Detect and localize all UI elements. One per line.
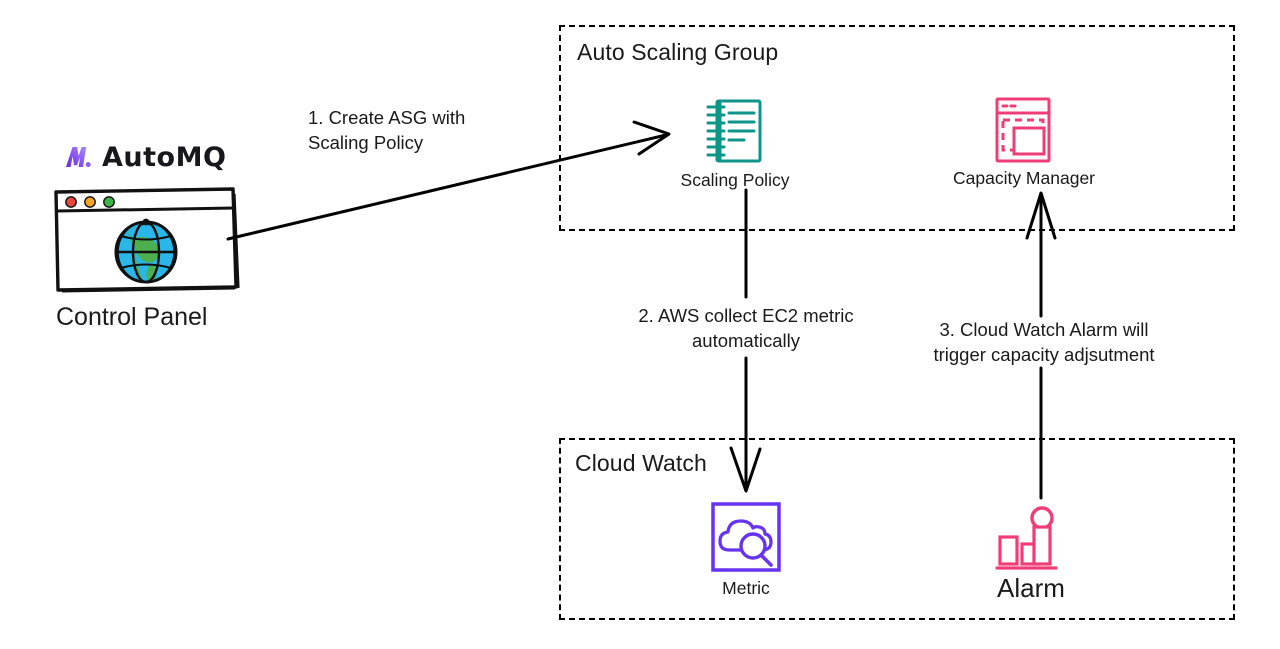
window-resize-icon[interactable] xyxy=(992,95,1054,167)
cloud-magnifier-icon[interactable] xyxy=(709,500,783,574)
metric-label: Metric xyxy=(722,578,770,598)
automq-logo-icon xyxy=(63,143,93,173)
arrow-step-2 xyxy=(729,188,762,493)
step-3-text: 3. Cloud Watch Alarm will trigger capaci… xyxy=(933,319,1155,365)
auto-scaling-group-box xyxy=(559,25,1235,231)
browser-window-globe-icon xyxy=(50,184,242,296)
auto-scaling-group-title: Auto Scaling Group xyxy=(577,39,779,65)
step-1-text: 1. Create ASG with Scaling Policy xyxy=(308,107,466,153)
automq-wordmark: AutoMQ xyxy=(102,142,227,173)
bar-chart-alarm-icon[interactable] xyxy=(994,500,1068,574)
cloud-watch-title: Cloud Watch xyxy=(575,450,707,476)
automq-brand: AutoMQ xyxy=(63,142,226,173)
cloud-watch-box xyxy=(559,438,1235,620)
scaling-policy-label: Scaling Policy xyxy=(680,170,790,190)
control-panel-label: Control Panel xyxy=(56,303,208,331)
arrow-step-3 xyxy=(1025,191,1057,500)
arrow-step-1 xyxy=(226,120,671,241)
step-2-text: 2. AWS collect EC2 metric automatically xyxy=(638,305,854,351)
alarm-label: Alarm xyxy=(997,573,1065,603)
capacity-manager-label: Capacity Manager xyxy=(952,168,1096,188)
notebook-icon[interactable] xyxy=(704,96,766,168)
